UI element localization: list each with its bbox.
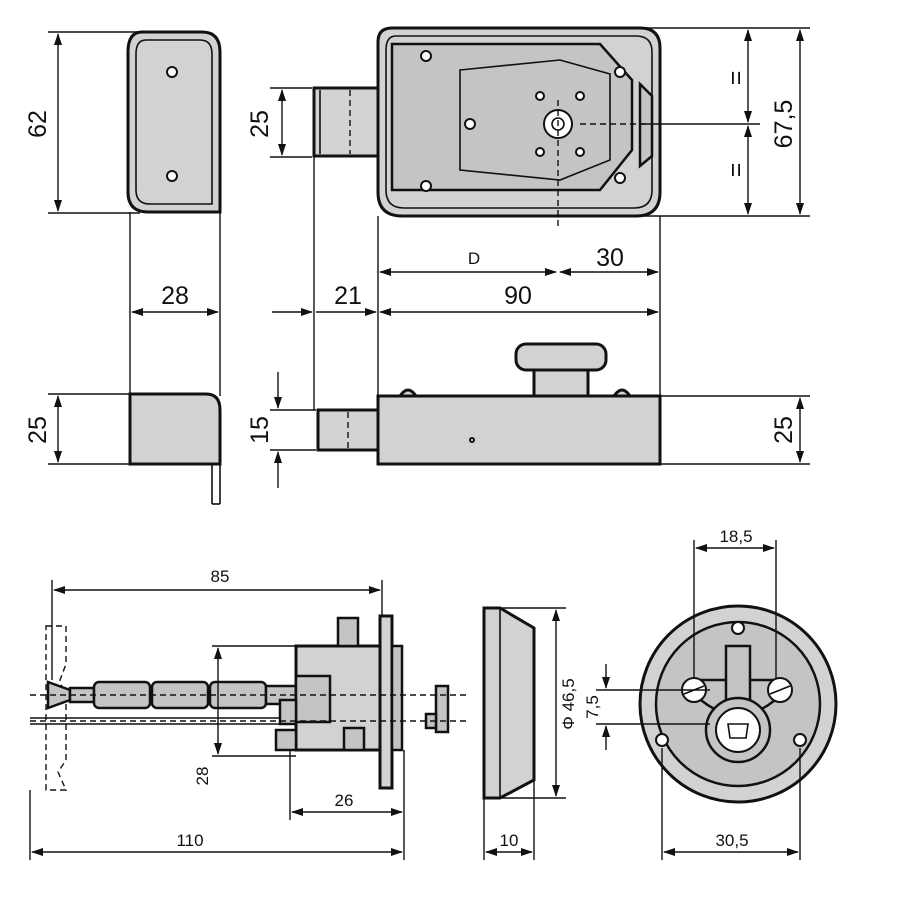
dimension-keeper-depth: 25	[24, 395, 62, 463]
key-cylinder	[715, 707, 761, 753]
dimension-equal-split: = =	[722, 29, 752, 215]
label-rose-thickness: 10	[500, 831, 519, 850]
rose-right-hole	[793, 733, 807, 747]
bolt	[312, 86, 382, 158]
label-cylinder-offset: 28	[193, 767, 212, 786]
lock-case-side-view	[316, 342, 662, 466]
label-body-length: 26	[335, 791, 354, 810]
dimension-bolt-height: 25	[246, 89, 286, 156]
knob-stem	[532, 366, 590, 398]
label-equal-top: =	[722, 71, 750, 86]
label-rose-diameter: Φ 46,5	[559, 678, 578, 729]
keeper-side-view	[128, 392, 222, 505]
label-rose-hole-spacing: 30,5	[715, 831, 748, 850]
label-key-offset: 7,5	[583, 695, 602, 719]
rose-top-hole	[731, 621, 745, 635]
dimension-rose-thickness: 10	[485, 831, 533, 856]
knob	[514, 342, 608, 372]
dimension-bolt-depth: 15	[246, 372, 282, 488]
keeper-front-view	[126, 30, 222, 214]
label-equal-bottom: =	[722, 163, 750, 178]
cylinder-flange	[378, 614, 394, 790]
rose-front-view	[638, 604, 838, 804]
lock-case-front-view	[312, 26, 662, 230]
case-screw-hole-3	[464, 118, 476, 130]
dimension-knob-offset: 30	[559, 244, 659, 276]
label-case-height: 67,5	[770, 100, 798, 149]
label-keeper-depth: 25	[24, 416, 52, 444]
label-bolt-throw: 21	[334, 282, 362, 310]
dimension-body-length: 26	[291, 791, 403, 816]
dimension-cylinder-offset: 28	[193, 647, 222, 786]
label-case-width: 90	[504, 282, 532, 310]
label-bolt-depth: 15	[246, 416, 274, 444]
dimension-screw-spacing: 18,5	[695, 527, 775, 552]
label-cylinder-length: 85	[211, 567, 230, 586]
rose-left-hole	[655, 733, 669, 747]
label-total-length: 110	[176, 831, 203, 850]
label-front-height: 62	[24, 110, 52, 138]
label-case-depth: 25	[770, 416, 798, 444]
dimension-case-height: 67,5	[770, 29, 804, 215]
case-screw-hole-2	[420, 180, 432, 192]
case-screw-hole-4	[614, 66, 626, 78]
label-screw-spacing: 18,5	[719, 527, 752, 546]
spindle-plate	[434, 684, 450, 734]
label-bolt-height: 25	[246, 110, 274, 138]
dimension-case-width: 90	[379, 282, 659, 316]
dimension-rose-diameter: Φ 46,5	[552, 609, 578, 797]
case-screw-hole-5	[614, 172, 626, 184]
keeper-screw-hole-bottom	[166, 170, 178, 182]
keeper-screw-hole-top	[166, 66, 178, 78]
rose-side-view	[482, 606, 536, 800]
dimension-keeper-width: 28	[131, 282, 219, 316]
dimension-cylinder-length: 85	[53, 567, 381, 594]
dimension-front-height: 62	[24, 33, 62, 212]
label-keeper-width: 28	[161, 282, 189, 310]
dimension-total-length: 110	[31, 831, 403, 856]
cylinder-assembly-view	[30, 614, 470, 791]
label-knob-offset: 30	[596, 244, 624, 272]
dimension-bolt-throw: 21	[272, 282, 377, 316]
dimension-rose-hole-spacing: 30,5	[663, 831, 799, 856]
dimension-key-offset: 7,5	[583, 664, 610, 750]
case-screw-hole-1	[420, 50, 432, 62]
dimension-case-depth: 25	[770, 397, 804, 463]
dimension-backset: D	[379, 249, 557, 276]
label-backset: D	[468, 249, 480, 268]
